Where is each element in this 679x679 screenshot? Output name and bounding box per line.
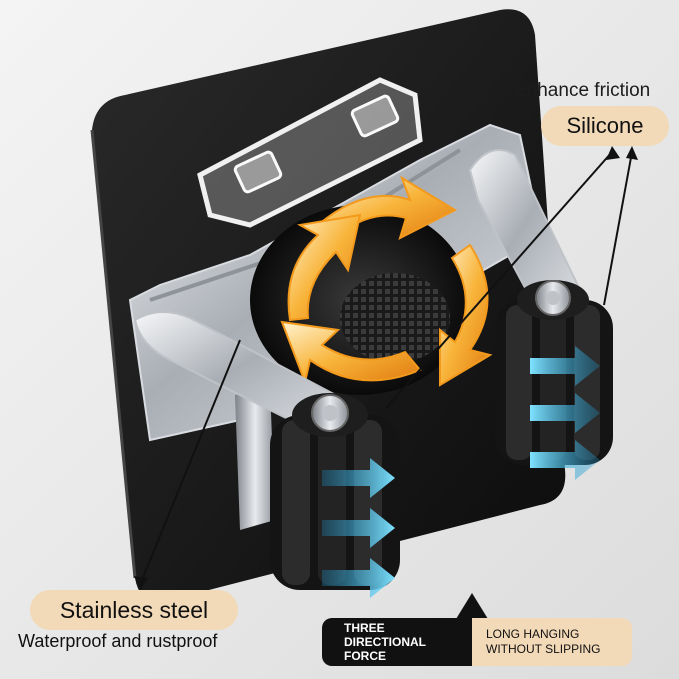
badge-line: LONG HANGING xyxy=(486,627,580,641)
mount-plate-edge xyxy=(90,129,137,579)
three-directional-force-badge: THREE DIRECTIONAL FORCE xyxy=(322,618,472,666)
long-hanging-badge: LONG HANGING WITHOUT SLIPPING xyxy=(472,618,632,666)
stainless-steel-label: Stainless steel xyxy=(30,590,238,630)
callout-lines xyxy=(134,146,638,590)
badge-line: DIRECTIONAL xyxy=(344,635,426,649)
clip-tab-right xyxy=(350,94,400,138)
badge-tab xyxy=(456,593,488,619)
badge-line: THREE xyxy=(344,621,385,635)
grip-arrow-icon xyxy=(530,346,600,480)
badge-line: WITHOUT SLIPPING xyxy=(486,642,601,656)
silicone-label: Silicone xyxy=(541,106,669,146)
grip-arrow-icon xyxy=(322,458,395,598)
left-silicone-roller xyxy=(270,393,400,590)
steel-drop-panel xyxy=(235,385,275,530)
rotation-arrows-icon xyxy=(280,175,493,387)
enhance-friction-label: Enhance friction xyxy=(514,80,651,101)
waterproof-label: Waterproof and rustproof xyxy=(18,631,218,651)
hub-grip-pad xyxy=(340,273,450,363)
badge-line: FORCE xyxy=(344,649,386,663)
clip-tab-left xyxy=(233,150,283,194)
